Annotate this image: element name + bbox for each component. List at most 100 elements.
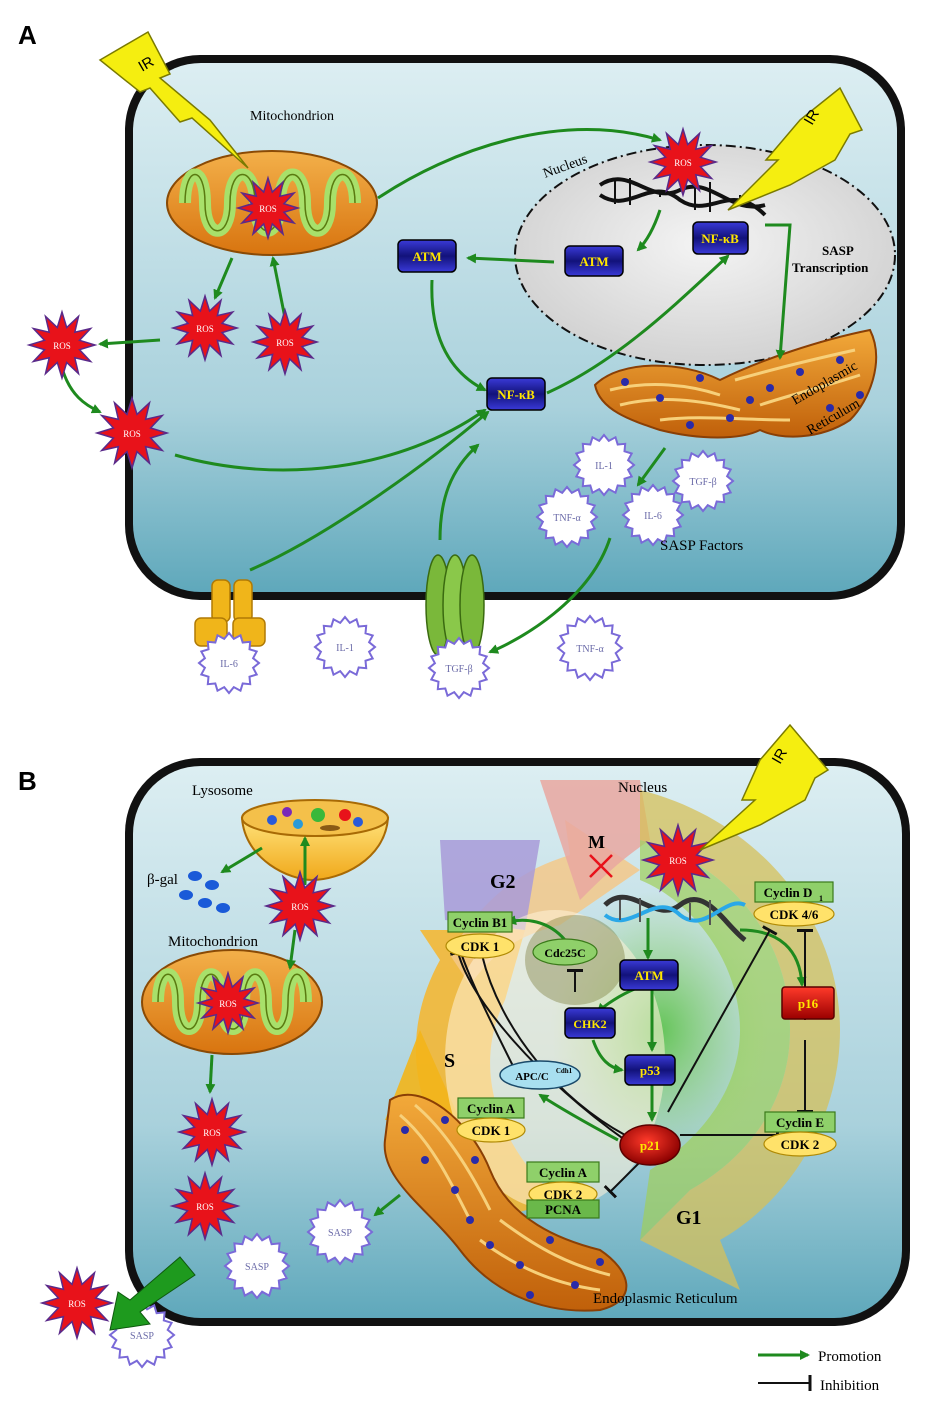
ros-burst-b-4: ROS [169,1170,241,1242]
mitochondrion-b-label: Mitochondrion [168,934,258,950]
ros-burst-b-6: ROS [39,1265,115,1341]
p53-label: p53 [640,1063,661,1078]
panel-b-letter: B [18,766,37,796]
sasp-seal-b-1: SASP [306,1198,374,1266]
ros-burst-shape [94,395,170,471]
il6-receptor [194,579,266,647]
atm-node-nucleus-label: ATM [579,254,608,269]
tnfa-seal-outside: TNF-α [556,614,624,682]
ros-label: ROS [291,902,309,912]
ros-label: ROS [68,1299,86,1309]
dna-b-icon [603,894,747,942]
cdc25c-label: Cdc25C [544,946,585,960]
atm-node-cytoplasm-label: ATM [412,249,441,264]
cdk1-a-label: CDK 1 [472,1123,511,1138]
cytokine-seal-shape [197,631,261,695]
ir-bolt-a-left: IR [98,30,249,169]
ros-label: ROS [276,338,294,348]
cyclin-e-label: Cyclin E [776,1115,824,1130]
ros-label: ROS [53,341,71,351]
apc-node: APC/C Cdh1 [499,1060,581,1090]
cdk1-b1-box: CDK 1 [445,933,515,959]
apc-sup-label: Cdh1 [556,1067,573,1075]
p53-node: p53 [624,1054,676,1086]
p21-label: p21 [640,1138,660,1153]
ros-label: ROS [196,1202,214,1212]
atm-node-b: ATM [619,959,679,991]
nfkb-node-cytoplasm-label: NF-κB [497,387,535,402]
cyclin-a-1-label: Cyclin A [467,1101,516,1116]
beta-gal-particles [179,871,230,913]
cyclin-b1-box: Cyclin B1 [447,911,513,933]
ros-label: ROS [259,204,277,214]
cytokine-seal-shape [621,483,685,547]
promotion-arrows-b [205,836,807,1217]
il1-seal-outside: IL-1 [313,615,377,679]
chk2-label: CHK2 [573,1017,606,1031]
p21-node: p21 [619,1124,681,1166]
cyclin-d1-label: Cyclin D [764,885,813,900]
ros-burst-a-3: ROS [170,293,240,363]
ros-burst-a-6: ROS [94,395,170,471]
ros-label: ROS [219,999,237,1009]
cyclin-b1-label: Cyclin B1 [453,915,508,930]
ros-burst-b-2: ROS [195,970,261,1036]
seal-label: TNF-α [553,513,581,524]
pcna-label: PCNA [545,1202,582,1217]
ros-burst-shape [39,1265,115,1341]
ros-burst-shape [176,1096,248,1168]
seal-label: TGF-β [689,477,716,488]
ros-label: ROS [123,429,141,439]
nfkb-node-cytoplasm: NF-κB [486,377,546,411]
panel-a: A Nucleus SASP Transcription [18,20,905,700]
cytokine-seal-shape [306,1198,374,1266]
cytokine-seal-shape [313,615,377,679]
inhibition-lines-b [449,925,813,1199]
il6-seal-a: IL-6 [621,483,685,547]
cdk1-b1-label: CDK 1 [461,939,500,954]
legend-promotion-label: Promotion [818,1349,882,1365]
ros-label: ROS [674,158,692,168]
ros-burst-b-3: ROS [176,1096,248,1168]
cytokine-seal-shape [535,485,599,549]
seal-label: TNF-α [576,644,604,655]
sasp-transcription-label-1: SASP [822,243,854,258]
ros-burst-shape [263,869,337,943]
seal-label: IL-1 [595,461,613,472]
phase-g2-label: G2 [490,871,516,893]
ros-burst-shape [250,307,320,377]
sasp-transcription-label-2: Transcription [792,260,869,275]
seal-label: IL-6 [220,659,238,670]
nfkb-node-nucleus-label: NF-κB [701,231,739,246]
sasp-seal-b-2: SASP [223,1232,291,1300]
ros-burst-b-1: ROS [263,869,337,943]
panel-b: B G2 M S G1 Nucleus [18,723,910,1369]
seal-label: SASP [328,1228,352,1239]
ros-label: ROS [203,1128,221,1138]
ros-burst-a-2: ROS [647,126,719,198]
il1-seal-a: IL-1 [572,433,636,497]
lysosome-label: Lysosome [192,783,253,799]
cdk2-e-label: CDK 2 [781,1137,820,1152]
secretion-arrow-icon [109,1256,196,1331]
sasp-factors-label: SASP Factors [660,538,743,554]
cdk2-a-label: CDK 2 [544,1187,583,1202]
endoplasmic-reticulum-b [383,1093,628,1312]
mitochondrion-a-label: Mitochondrion [250,109,334,124]
ros-burst-shape [170,293,240,363]
panel-a-letter: A [18,20,37,50]
nfkb-node-nucleus: NF-κB [692,221,749,255]
m-phase-blocked-icon [589,854,613,878]
ros-burst-a-4: ROS [250,307,320,377]
chk2-node: CHK2 [564,1007,616,1039]
seal-label: IL-6 [644,511,662,522]
p16-node: p16 [781,986,835,1020]
legend: Promotion Inhibition [758,1349,882,1394]
seal-label: SASP [245,1262,269,1273]
ros-burst-shape [26,309,98,381]
il6-seal-receptor: IL-6 [197,631,261,695]
cytokine-seal-shape [556,614,624,682]
tgfb-receptor [425,554,485,656]
tnfa-seal-a: TNF-α [535,485,599,549]
ir-bolt-b: IR [699,723,830,851]
